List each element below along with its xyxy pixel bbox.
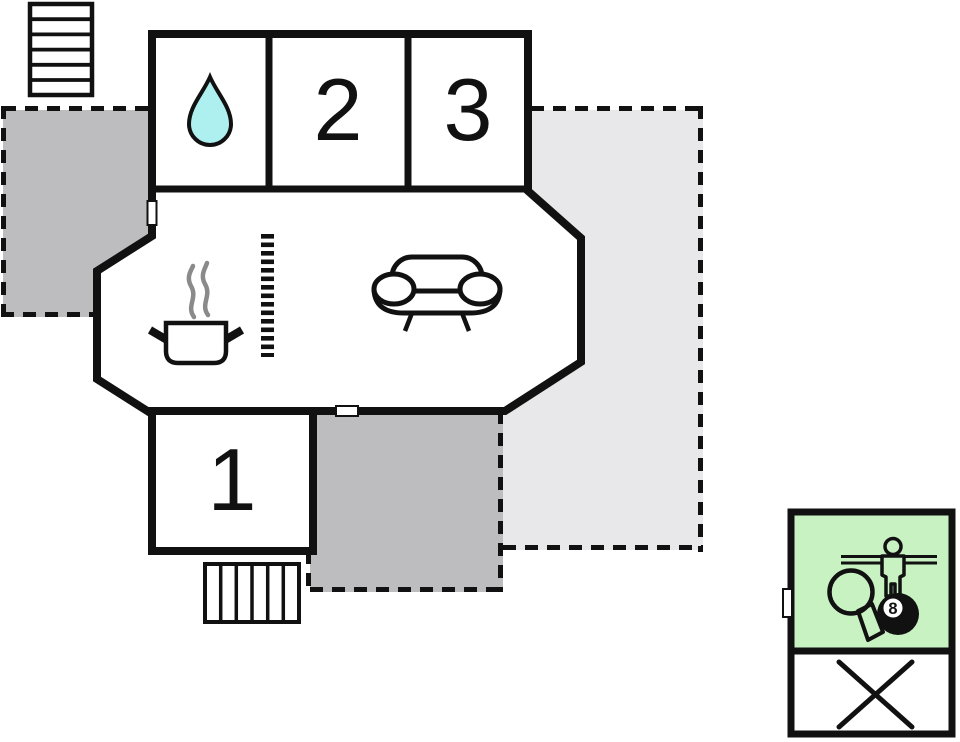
dashed-boundary [310,587,503,592]
billiard-ball-icon: 8 [877,593,919,635]
main-building [93,30,585,555]
terrace-bottom-area [310,410,503,592]
dashed-boundary [1,106,6,318]
table-tennis-icon [827,568,885,642]
ladder-hatch-icon [261,234,274,357]
building-outline [93,30,585,555]
dashed-boundary [503,545,703,550]
door-opening [782,588,793,618]
annex-building: 8 [782,508,956,738]
steam-pot-icon [147,260,245,366]
door-opening [146,200,158,226]
dashed-boundary [498,411,503,592]
sofa-icon [371,254,503,332]
stairs-bottom-icon [203,562,301,624]
eight-ball-number: 8 [888,600,897,618]
stairs-top-icon [27,1,95,98]
foosball-icon [841,536,937,598]
room-label-2: 2 [313,60,363,160]
dashed-boundary [698,106,703,552]
dashed-boundary [1,312,97,317]
dashed-boundary [531,106,703,111]
water-drop-icon [186,72,234,147]
room-label-3: 3 [443,60,493,160]
diagonal-cross-icon [836,659,915,730]
dashed-boundary [3,106,150,111]
room-label-1: 1 [207,430,257,530]
dashed-boundary [306,551,311,592]
door-opening [335,405,359,417]
